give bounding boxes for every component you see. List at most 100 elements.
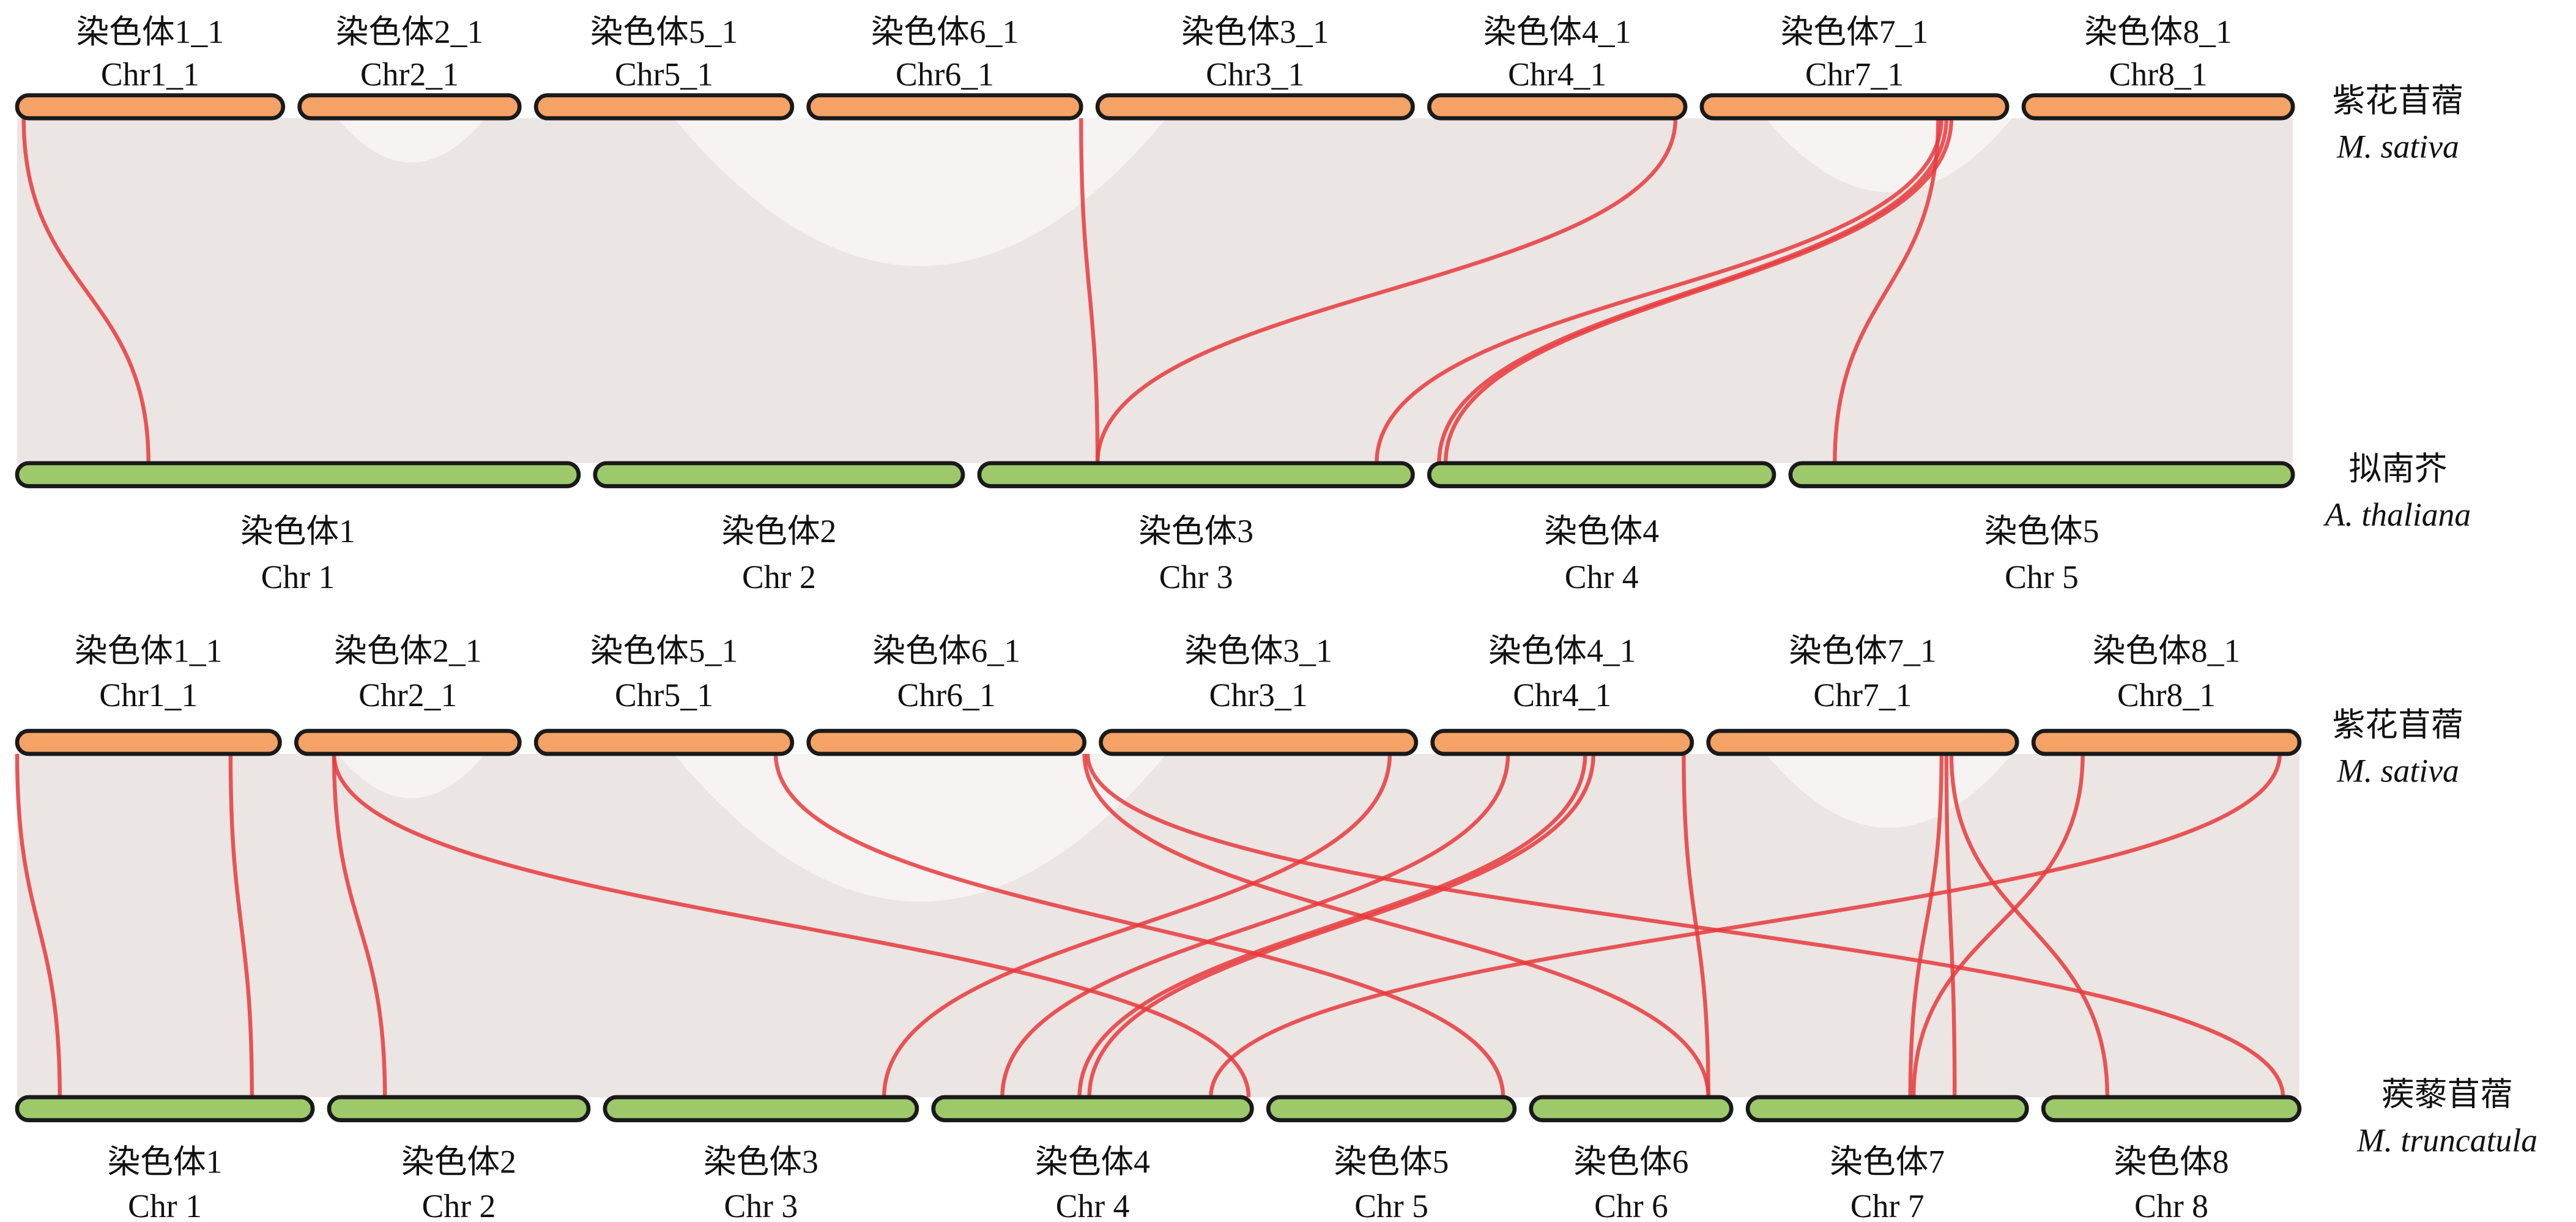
- highlighted-synteny-link: [1443, 118, 1954, 463]
- chromosome-bar-sativa: [2031, 729, 2302, 756]
- highlighted-synteny-link: [1085, 753, 2285, 1098]
- chromosome-label-en: Chr 3: [1159, 559, 1233, 595]
- chromosome-label-cn: 染色体3: [703, 1143, 818, 1180]
- chromosome-label-en: Chr5_1: [615, 677, 713, 713]
- chromosome-label-cn: 染色体8: [2114, 1143, 2229, 1180]
- chromosome-label-en: Chr1_1: [99, 677, 198, 713]
- chromosome-label-en: Chr 8: [2134, 1188, 2208, 1222]
- highlighted-synteny-link: [332, 754, 1251, 1098]
- chromosome-label-en: Chr 2: [742, 559, 816, 595]
- highlighted-synteny-link: [1911, 754, 2085, 1098]
- species-name-cn: 紫花苜蓿: [2333, 706, 2464, 743]
- chromosome-label-cn: 染色体3_1: [1184, 633, 1332, 669]
- highlighted-synteny-link: [1949, 754, 2110, 1098]
- chromosome-label-en: Chr8_1: [2117, 677, 2216, 713]
- chromosome-label-cn: 染色体5_1: [590, 633, 738, 669]
- chromosome-bar-truncatula: [603, 1095, 919, 1122]
- chromosome-label-cn: 染色体4: [1544, 513, 1659, 550]
- chromosome-label-en: Chr3_1: [1206, 56, 1304, 93]
- chromosome-label-en: Chr6_1: [897, 677, 996, 713]
- highlighted-synteny-link: [1095, 118, 1678, 463]
- chromosome-bar-truncatula: [15, 1095, 315, 1122]
- background-gap: [337, 754, 485, 799]
- chromosome-bar-sativa: [2021, 93, 2295, 121]
- chromosome-bar-sativa: [1430, 729, 1694, 756]
- chromosome-label-cn: 染色体5_1: [590, 13, 738, 50]
- chromosome-bar-sativa: [1095, 93, 1415, 121]
- chromosome-label-cn: 染色体6_1: [871, 13, 1019, 50]
- species-name-cn: 拟南芥: [2348, 450, 2447, 487]
- chromosome-bar-sativa: [1706, 729, 2019, 756]
- chromosome-label-cn: 染色体5: [1984, 513, 2099, 550]
- chromosome-label-cn: 染色体2: [401, 1143, 516, 1180]
- chromosome-label-en: Chr6_1: [896, 56, 994, 93]
- background-synteny-links: [17, 118, 2293, 463]
- chromosome-bar-truncatula: [931, 1095, 1254, 1122]
- chromosome-label-en: Chr 1: [128, 1188, 202, 1222]
- background-gap: [674, 754, 1167, 902]
- chromosome-label-en: Chr2_1: [358, 677, 457, 713]
- chromosome-label-en: Chr 5: [1354, 1188, 1428, 1222]
- chromosome-label-en: Chr7_1: [1805, 56, 1904, 93]
- chromosome-bar-thaliana: [15, 461, 581, 488]
- chromosome-bar-sativa: [806, 93, 1083, 121]
- chromosome-label-en: Chr4_1: [1513, 677, 1611, 713]
- highlighted-synteny-link: [1833, 118, 1940, 463]
- highlighted-synteny-link: [1000, 754, 1510, 1098]
- highlighted-synteny-link: [15, 754, 62, 1098]
- chromosome-label-en: Chr 2: [422, 1188, 496, 1222]
- chromosome-label-cn: 染色体1: [240, 513, 355, 550]
- chromosome-bar-sativa: [533, 729, 795, 756]
- chromosome-label-cn: 染色体2: [721, 513, 836, 550]
- background-gap: [337, 118, 485, 163]
- species-name-latin: M. sativa: [2336, 753, 2459, 789]
- highlighted-synteny-link: [21, 118, 150, 463]
- species-name-latin: A. thaliana: [2323, 496, 2471, 533]
- chromosome-label-cn: 染色体8_1: [2093, 633, 2241, 669]
- chromosome-bar-truncatula: [2041, 1095, 2302, 1122]
- chromosome-label-en: Chr 4: [1056, 1188, 1130, 1222]
- chromosome-bar-thaliana: [1788, 461, 2295, 488]
- chromosome-label-cn: 染色体6_1: [872, 633, 1020, 669]
- chromosome-label-en: Chr 7: [1850, 1188, 1925, 1222]
- chromosome-bar-sativa: [297, 93, 522, 121]
- synteny-panel-1: [15, 93, 2295, 488]
- synteny-panel-2: [15, 729, 2302, 1122]
- chromosome-label-cn: 染色体7_1: [1781, 13, 1929, 50]
- chromosome-bar-thaliana: [1427, 461, 1776, 488]
- chromosome-bar-truncatula: [1745, 1095, 2029, 1122]
- highlighted-synteny-link: [1944, 754, 1957, 1098]
- chromosome-bar-sativa: [294, 729, 522, 756]
- chromosome-bar-sativa: [15, 93, 286, 121]
- highlighted-synteny-link: [1079, 118, 1100, 463]
- chromosome-bar-truncatula: [1529, 1095, 1734, 1122]
- chromosome-bar-sativa: [1699, 93, 2010, 121]
- background-gap: [674, 118, 1167, 266]
- chromosome-bar-thaliana: [977, 461, 1415, 488]
- chromosome-label-en: Chr7_1: [1813, 677, 1912, 713]
- chromosome-label-cn: 染色体7: [1830, 1143, 1945, 1180]
- highlighted-synteny-link: [1209, 754, 2282, 1098]
- chromosome-label-en: Chr8_1: [2109, 56, 2208, 93]
- chromosome-label-en: Chr 1: [261, 559, 335, 595]
- highlighted-synteny-link: [228, 754, 254, 1098]
- species-name-cn: 紫花苜蓿: [2333, 83, 2464, 119]
- background-synteny-links: [17, 754, 2299, 1098]
- chromosome-label-en: Chr 6: [1594, 1188, 1668, 1222]
- highlighted-synteny-link: [882, 754, 1392, 1098]
- chromosome-label-en: Chr4_1: [1508, 56, 1606, 93]
- chromosome-label-cn: 染色体7_1: [1789, 633, 1937, 669]
- highlighted-synteny-link: [1082, 754, 1710, 1098]
- chromosome-label-cn: 染色体5: [1334, 1143, 1449, 1180]
- chromosome-bar-sativa: [15, 729, 282, 756]
- chromosome-label-cn: 染色体1: [108, 1143, 223, 1180]
- chromosome-label-cn: 染色体2_1: [334, 633, 482, 669]
- chromosome-bar-sativa: [806, 729, 1087, 756]
- chromosome-bar-thaliana: [593, 461, 965, 488]
- chromosome-label-en: Chr1_1: [101, 56, 199, 93]
- chromosome-label-en: Chr5_1: [615, 56, 713, 93]
- chromosome-label-cn: 染色体2_1: [336, 13, 484, 50]
- chromosome-bar-sativa: [1099, 729, 1419, 756]
